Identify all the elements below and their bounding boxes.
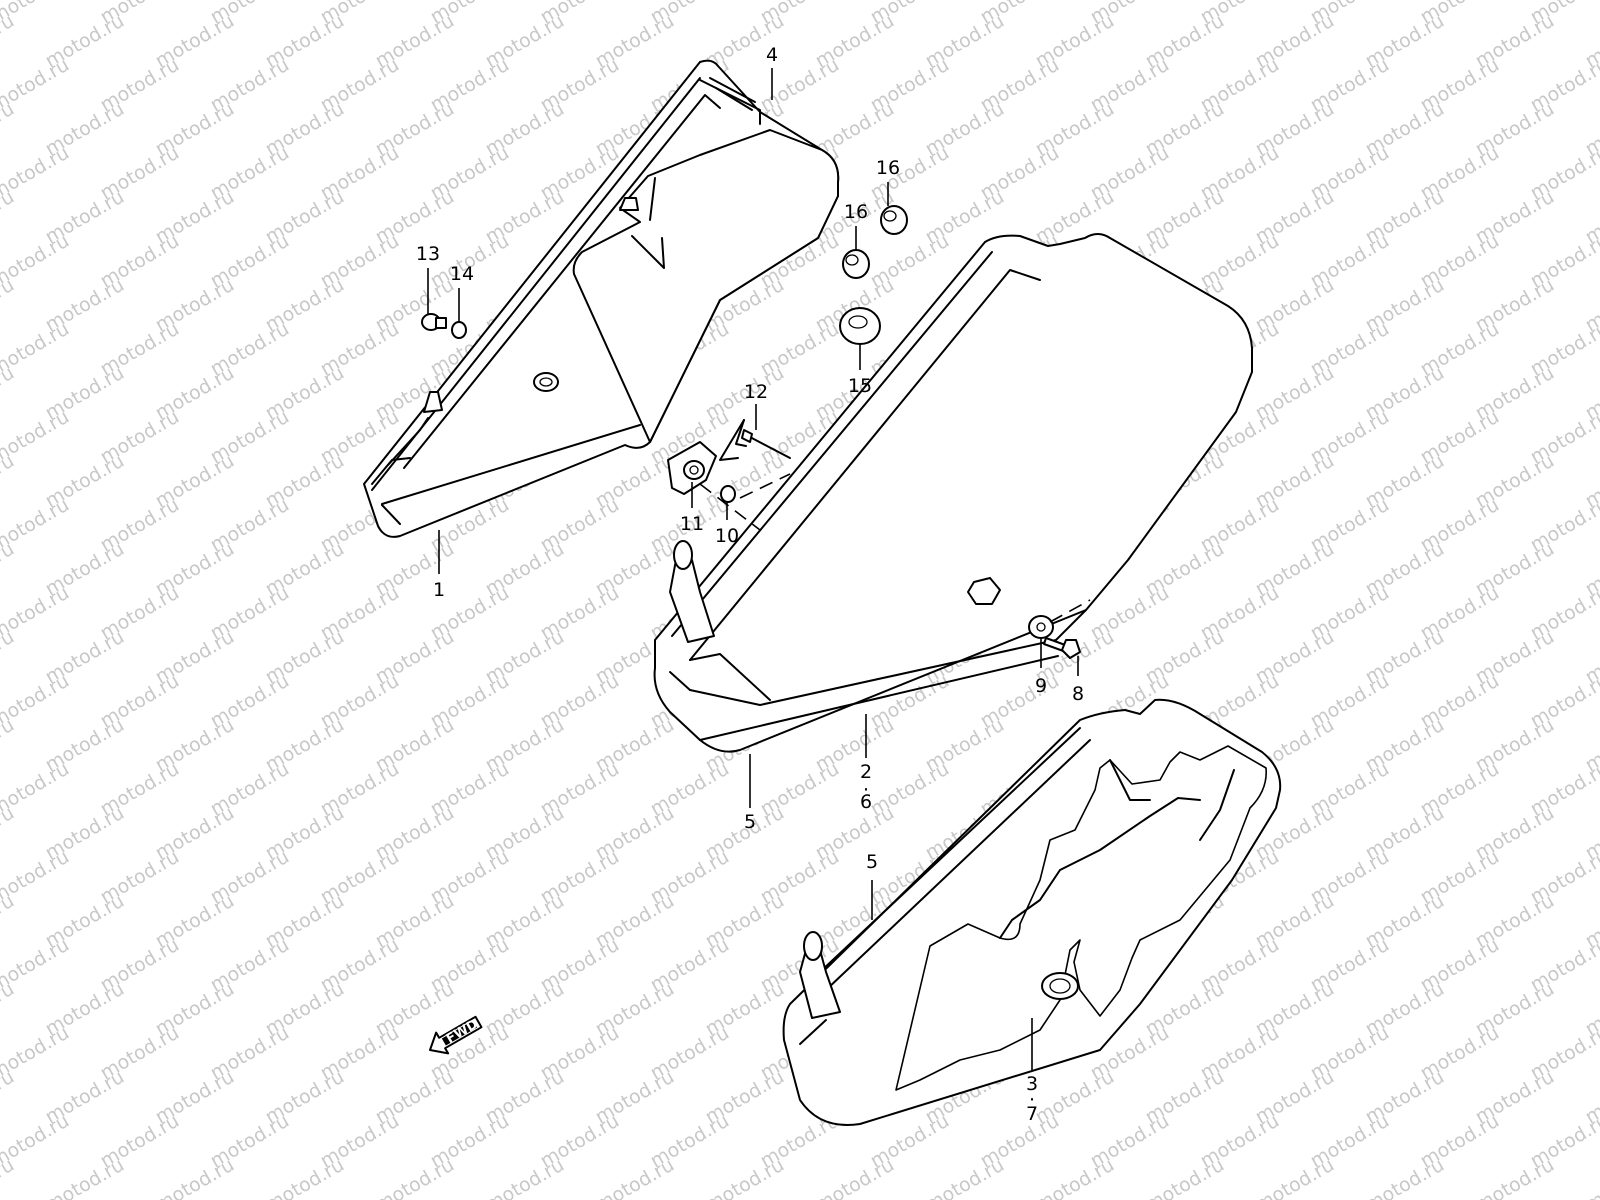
- washer-14: [451, 321, 467, 339]
- watermark-text: motod.ru: [0, 714, 18, 777]
- watermark-text: motod.ru: [372, 1154, 458, 1200]
- screw-13: [421, 313, 447, 331]
- watermark-text: motod.ru: [0, 538, 18, 601]
- upper-frame-cover: [363, 59, 840, 538]
- watermark-text: motod.ru: [1252, 1154, 1338, 1200]
- bracket-11: [667, 441, 717, 495]
- watermark-text: motod.ru: [1032, 1154, 1118, 1200]
- callout-1: 1: [433, 579, 445, 601]
- callout-12: 12: [744, 381, 768, 403]
- callout-5a: 5: [744, 811, 756, 833]
- callout-15: 15: [848, 375, 872, 397]
- watermark-text: motod.ru: [702, 1154, 788, 1200]
- callout-3: 3: [1026, 1073, 1038, 1095]
- grommet-16b: [842, 249, 870, 279]
- clip-12: [719, 419, 791, 461]
- watermark-text: motod.ru: [922, 1154, 1008, 1200]
- grommet-16a: [880, 205, 908, 235]
- callout-16a: 16: [876, 157, 900, 179]
- watermark-text: motod.ru: [0, 978, 18, 1041]
- callout-4: 4: [766, 44, 778, 66]
- callout-10: 10: [715, 525, 739, 547]
- watermark-text: motod.ru: [0, 890, 18, 953]
- callout-6: 6: [860, 791, 872, 813]
- watermark-text: motod.ru: [0, 274, 18, 337]
- watermark-text: motod.ru: [152, 1154, 238, 1200]
- callout-dot-3-7: ·: [1029, 1089, 1035, 1111]
- callout-13: 13: [416, 243, 440, 265]
- callout-16b: 16: [844, 201, 868, 223]
- callout-7: 7: [1026, 1103, 1038, 1125]
- callout-11: 11: [680, 513, 704, 535]
- watermark-text: motod.ru: [262, 1154, 348, 1200]
- assembly-lines: [699, 473, 1091, 623]
- callout-labels: 4 16 16 13 14 15 12 11 10 1 9 8 2 · 6 5 …: [416, 44, 1084, 1125]
- watermark-text: motod.ru: [0, 186, 18, 249]
- watermark-text: motod.ru: [1472, 1154, 1558, 1200]
- leader-lines: [427, 68, 1079, 1070]
- watermark-text: motod.ru: [812, 1154, 898, 1200]
- watermark-text: motod.ru: [0, 802, 18, 865]
- watermark-text: motod.ru: [0, 626, 18, 689]
- watermark-text: motod.ru: [0, 98, 18, 161]
- watermark-text: motod.ru: [592, 1154, 678, 1200]
- callout-9: 9: [1035, 675, 1047, 697]
- callout-5b: 5: [866, 851, 878, 873]
- washer-9: [1028, 615, 1054, 639]
- grommet-15: [839, 307, 881, 345]
- watermark-text: motod.ru: [42, 1154, 128, 1200]
- side-cover-with-decal: [782, 698, 1282, 1126]
- callout-dot-2-6: ·: [863, 779, 869, 801]
- callout-14: 14: [450, 263, 474, 285]
- watermark-text: motod.ru: [0, 362, 18, 425]
- middle-frame-cover: [653, 233, 1253, 753]
- watermark-text: motod.ru: [1362, 1154, 1448, 1200]
- watermark-text: motod.ru: [1142, 1154, 1228, 1200]
- watermark-text: motod.ru: [0, 450, 18, 513]
- washer-10: [720, 485, 736, 503]
- watermark-text: motod.ru: [0, 10, 18, 73]
- watermark-text: motod.ru: [482, 1154, 568, 1200]
- callout-8: 8: [1072, 683, 1084, 705]
- watermark-text: motod.ru: [0, 1066, 18, 1129]
- bolt-8: [1043, 637, 1081, 659]
- watermark-text: motod.ru: [1582, 1154, 1600, 1200]
- callout-2: 2: [860, 761, 872, 783]
